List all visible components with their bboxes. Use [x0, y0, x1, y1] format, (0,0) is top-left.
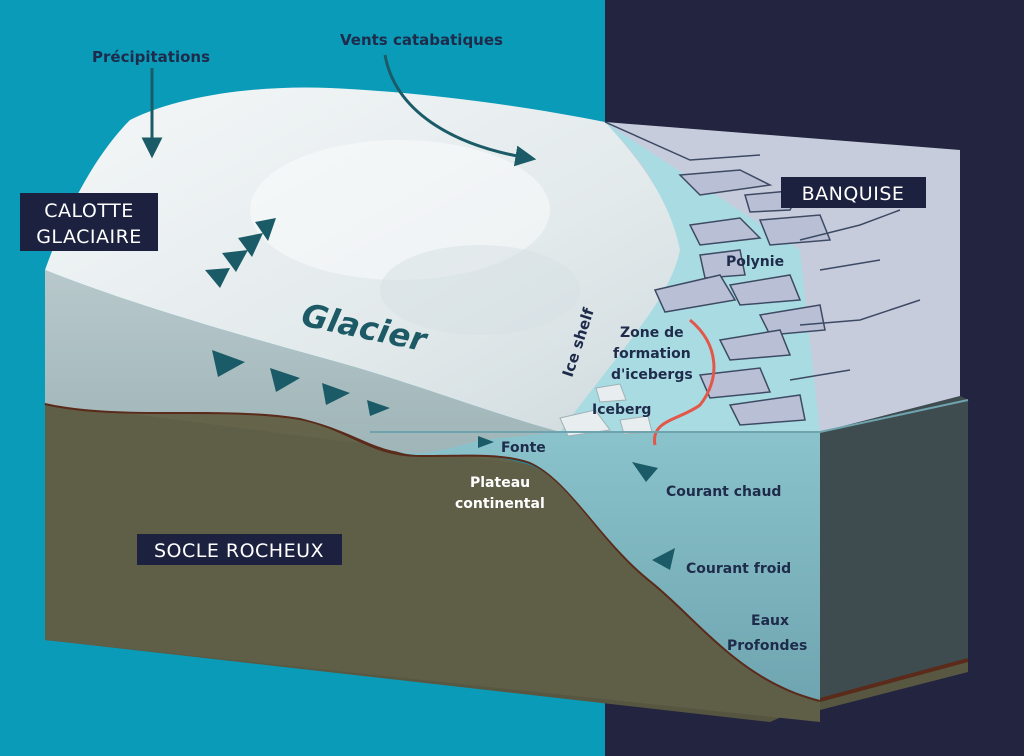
- block-top-edge: [370, 399, 969, 433]
- eaux-line1: Eaux: [751, 613, 789, 629]
- sea-ice-floes: [653, 169, 832, 426]
- iceberg-1: [559, 409, 611, 437]
- iceberg-front-line: [653, 318, 716, 446]
- zone-line1: Zone de: [620, 325, 684, 341]
- iceberg-label: Iceberg: [592, 402, 651, 418]
- plateau-line1: Plateau: [470, 475, 530, 491]
- precipitations-label: Précipitations: [92, 48, 210, 66]
- block-right-face: [820, 396, 968, 700]
- banquise-box: [781, 177, 926, 208]
- zone-line2: formation: [613, 346, 691, 362]
- socle-label: SOCLE ROCHEUX: [154, 540, 324, 562]
- polynie-label: Polynie: [726, 254, 784, 270]
- ice-cap-surface: [45, 87, 680, 432]
- courant-chaud-arrow: [632, 462, 658, 482]
- rock-bottom: [45, 403, 820, 722]
- fonte-arrow: [478, 436, 494, 448]
- vents-arrow: [383, 54, 537, 167]
- socle-box: [137, 534, 342, 565]
- calotte-line2: GLACIAIRE: [36, 226, 142, 248]
- ice-front-face: [45, 270, 560, 454]
- icebergs: [559, 383, 653, 437]
- rock-top-line: [44, 401, 821, 702]
- iceberg-3: [595, 383, 627, 403]
- rock-right-line: [819, 658, 969, 702]
- courant-froid-arrow: [652, 548, 675, 570]
- eaux-line2: Profondes: [727, 638, 807, 654]
- banquise-label: BANQUISE: [802, 183, 905, 205]
- calotte-box: [20, 193, 158, 251]
- ice-flow-arrows: [205, 218, 390, 416]
- ice-relief-2: [380, 245, 580, 335]
- ocean-front: [370, 432, 820, 700]
- courant-chaud-label: Courant chaud: [666, 484, 781, 500]
- fonte-label: Fonte: [501, 440, 546, 456]
- ice-relief: [250, 140, 550, 280]
- sea-ice-cracks: [604, 121, 921, 381]
- calotte-line1: CALOTTE: [44, 200, 134, 222]
- plateau-line2: continental: [455, 496, 545, 512]
- courant-froid-label: Courant froid: [686, 561, 791, 577]
- vents-label: Vents catabatiques: [340, 31, 503, 49]
- zone-line3: d'icebergs: [611, 367, 693, 383]
